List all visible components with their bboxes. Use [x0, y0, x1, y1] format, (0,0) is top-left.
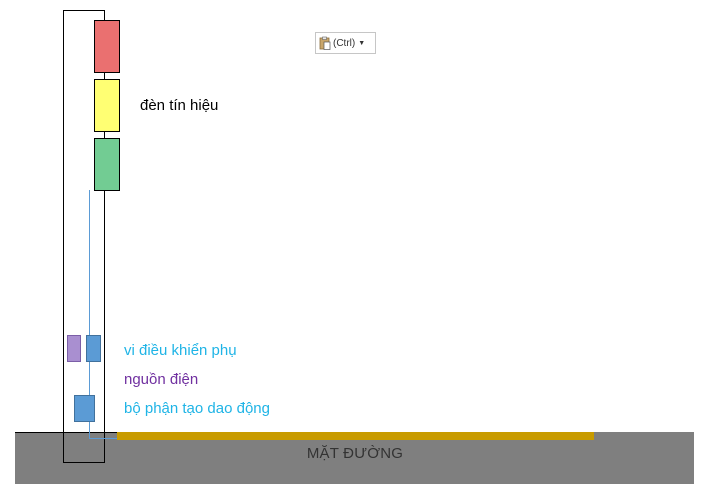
green-light	[94, 138, 120, 191]
oscillator-box	[74, 395, 95, 422]
power-source-label: nguồn điện	[124, 371, 199, 388]
signal-wire-vertical	[89, 190, 90, 439]
oscillator-label: bộ phận tạo dao động	[124, 400, 270, 417]
microcontroller-label: vi điều khiển phụ	[124, 342, 237, 359]
traffic-light-label: đèn tín hiệu	[140, 97, 219, 114]
red-light	[94, 20, 120, 73]
road-label: MẶT ĐƯỜNG	[306, 445, 404, 462]
power-source-box	[67, 335, 81, 362]
paste-options-button[interactable]: (Ctrl) ▼	[315, 32, 376, 54]
signal-wire-horizontal	[89, 438, 117, 439]
chevron-down-icon: ▼	[358, 39, 366, 47]
traffic-pole	[63, 10, 105, 463]
microcontroller-box	[86, 335, 101, 362]
paste-options-label: (Ctrl)	[333, 37, 356, 49]
yellow-light	[94, 79, 120, 132]
road-surface	[15, 432, 694, 484]
road-sensor-strip	[117, 432, 594, 440]
clipboard-paste-icon	[319, 36, 331, 50]
